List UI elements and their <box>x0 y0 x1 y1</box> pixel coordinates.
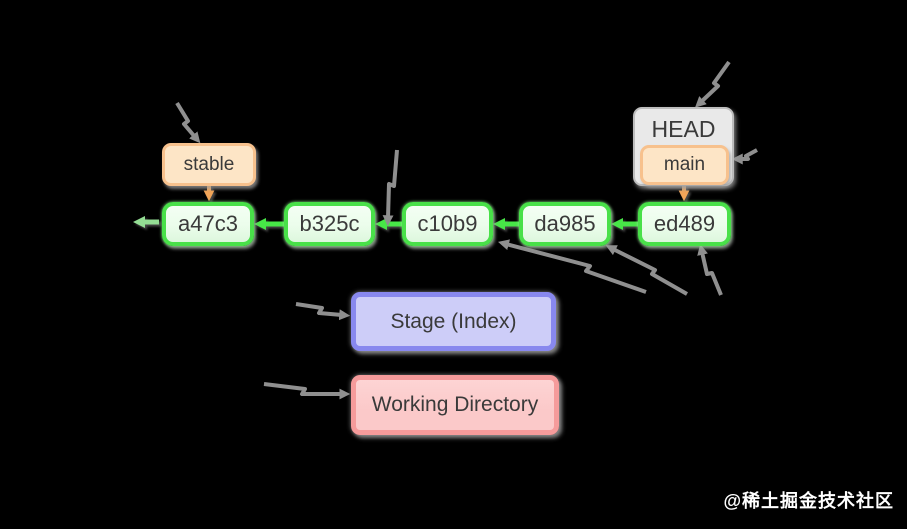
annotation-arrow-main <box>731 148 758 165</box>
commit-node: b325c <box>284 202 375 246</box>
working-directory-box: Working Directory <box>351 375 559 435</box>
commit-id: a47c3 <box>178 211 238 236</box>
annotation-arrow-head <box>694 60 731 108</box>
annotation-arrow-stable <box>175 101 201 144</box>
branch-stable-text: stable <box>183 153 235 175</box>
stage-index-label: Stage (Index) <box>390 309 517 333</box>
commit-node: ed489 <box>638 202 731 246</box>
stage-index-box: Stage (Index) <box>351 292 556 351</box>
commit-node: a47c3 <box>162 202 254 246</box>
head-label: HEAD <box>651 115 716 142</box>
annotation-arrow-working-directory <box>263 382 351 400</box>
annotation-arrow-edge-1 <box>498 239 647 294</box>
watermark: @稀土掘金技术社区 <box>723 491 894 511</box>
commit-node: da985 <box>519 202 611 246</box>
commit-id: da985 <box>534 211 596 236</box>
branch-label-main: main <box>640 145 729 185</box>
branch-main-text: main <box>663 154 706 175</box>
commit-id: b325c <box>299 211 360 236</box>
commit-node: c10b9 <box>402 202 493 246</box>
annotation-arrow-edge-2 <box>605 245 688 296</box>
annotation-arrow-commit-gap <box>382 149 399 227</box>
commit-id: ed489 <box>653 211 716 236</box>
annotation-arrow-stage <box>295 302 351 321</box>
branch-label-stable: stable <box>162 143 256 186</box>
commit-id: c10b9 <box>417 211 478 236</box>
annotation-arrow-ed489 <box>697 243 723 296</box>
working-directory-label: Working Directory <box>371 393 539 416</box>
